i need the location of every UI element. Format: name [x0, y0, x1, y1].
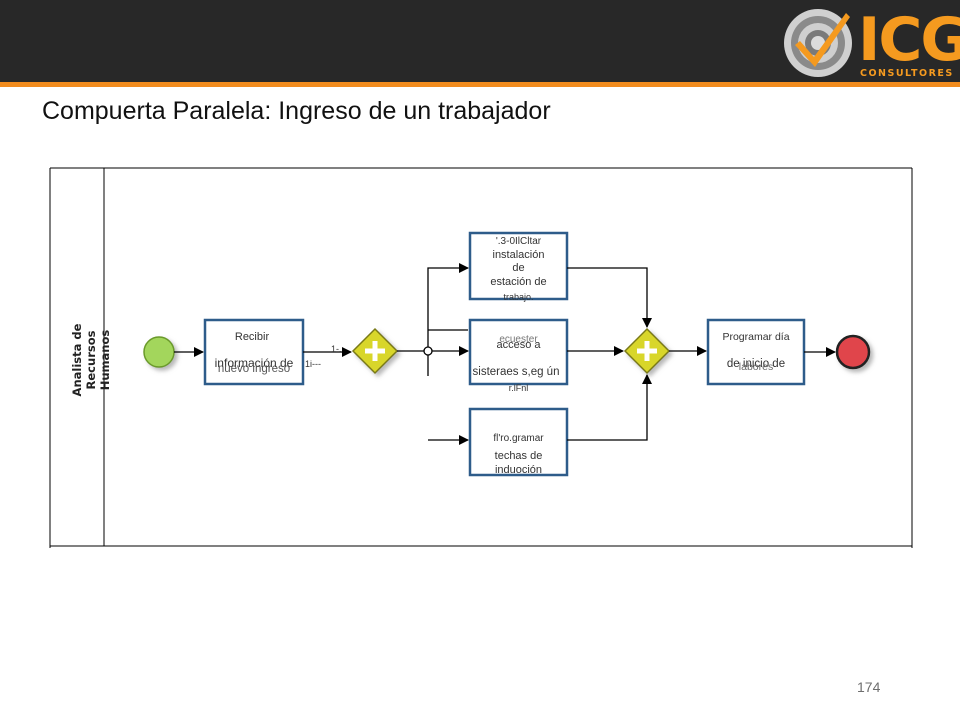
task-induction-box — [468, 407, 569, 477]
task-receive-line1: Recibir — [234, 331, 270, 343]
end-event — [835, 334, 871, 370]
task-schedule-box — [706, 318, 806, 386]
logo-text: ICG — [858, 5, 960, 75]
task-access-overlay: ecuester — [499, 334, 538, 345]
task-schedule-line2: de inicio de — [726, 358, 786, 370]
start-event — [143, 336, 175, 368]
parallel-gateway-split — [351, 327, 399, 375]
task-install-line3: de — [512, 262, 525, 274]
task-access-line2: sisteraes s,eg ún — [472, 366, 560, 378]
task-induction-line2: techas de — [494, 450, 543, 462]
header-accent-line — [0, 82, 960, 87]
task-induction-line3: induoción — [494, 464, 543, 476]
task-install-line5: trabajo. — [503, 292, 534, 302]
task-install-line4: estación de — [490, 276, 547, 288]
task-receive-box — [203, 318, 305, 386]
task-access-line1: acceso a — [496, 339, 541, 351]
logo-subtext: CONSULTORES — [860, 68, 954, 79]
task-receive-line3: nuevo ingreso — [217, 363, 291, 375]
flow-mark-1: 1i--- — [305, 359, 321, 369]
parallel-gateway-join — [623, 327, 671, 375]
flow-mark-2: 1-. — [331, 344, 342, 354]
task-induction-line1: fl'ro.gramar — [493, 433, 544, 444]
pool-frame — [49, 167, 913, 548]
task-schedule-line1: Programar día — [722, 331, 790, 343]
task-install-box — [468, 231, 569, 301]
task-install-line1: '.3-0IlCltar — [495, 236, 542, 247]
page-number: 174 — [857, 679, 881, 695]
page-title: Compuerta Paralela: Ingreso de un trabaj… — [42, 97, 551, 125]
lane-label: Analista de Recursos Humanos — [70, 323, 112, 397]
task-receive-line2: información de — [214, 356, 294, 370]
sequence-flows — [174, 263, 836, 445]
task-access-line3: r.lFnl — [508, 383, 529, 393]
task-install-line2: instalación — [492, 249, 545, 261]
task-access-box — [468, 318, 569, 386]
task-schedule-line3: labores — [738, 361, 774, 373]
icg-logo-icon — [784, 9, 852, 77]
